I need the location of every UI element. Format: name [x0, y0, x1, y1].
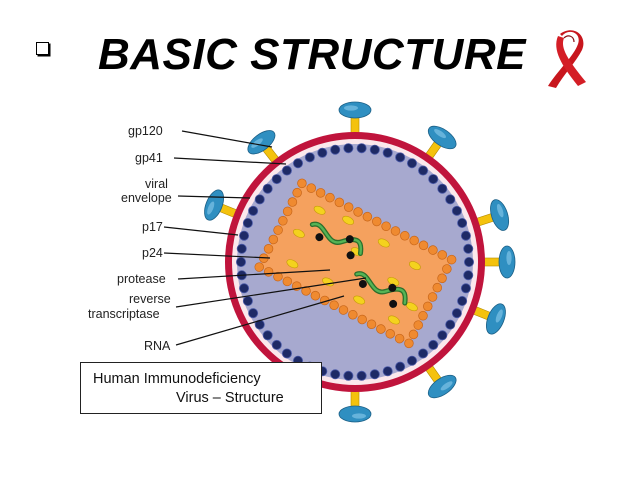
red-ribbon-icon	[548, 30, 586, 88]
spike	[204, 189, 239, 221]
label-p17: p17	[142, 220, 163, 234]
label-rna: RNA	[144, 339, 171, 353]
spike	[482, 245, 516, 279]
label-reverse-transcriptase-2: transcriptase	[88, 307, 160, 321]
spike	[338, 389, 372, 423]
reverse-transcriptase-dots	[315, 233, 398, 308]
slide-title: BASIC STRUCTURE	[98, 30, 526, 79]
caption-line-2: Virus – Structure	[176, 390, 284, 406]
diagram-caption-box: Human Immunodeficiency Virus – Structure	[80, 362, 322, 414]
spike	[475, 199, 510, 231]
spike	[247, 130, 280, 165]
p17-matrix-beads	[235, 143, 474, 381]
label-viral-envelope-1: viral	[145, 177, 168, 191]
caption-line-1: Human Immunodeficiency	[93, 371, 261, 387]
label-leader-lines	[163, 130, 367, 346]
spike	[338, 101, 372, 135]
capsid-beads	[254, 178, 457, 349]
label-viral-envelope-2: envelope	[121, 191, 172, 205]
label-gp41: gp41	[135, 151, 163, 165]
spike	[424, 364, 457, 399]
square-bullet-icon	[36, 42, 49, 55]
label-gp120: gp120	[128, 124, 163, 138]
label-protease: protease	[117, 272, 166, 286]
spike	[471, 303, 506, 335]
label-p24: p24	[142, 246, 163, 260]
label-reverse-transcriptase-1: reverse	[129, 292, 171, 306]
